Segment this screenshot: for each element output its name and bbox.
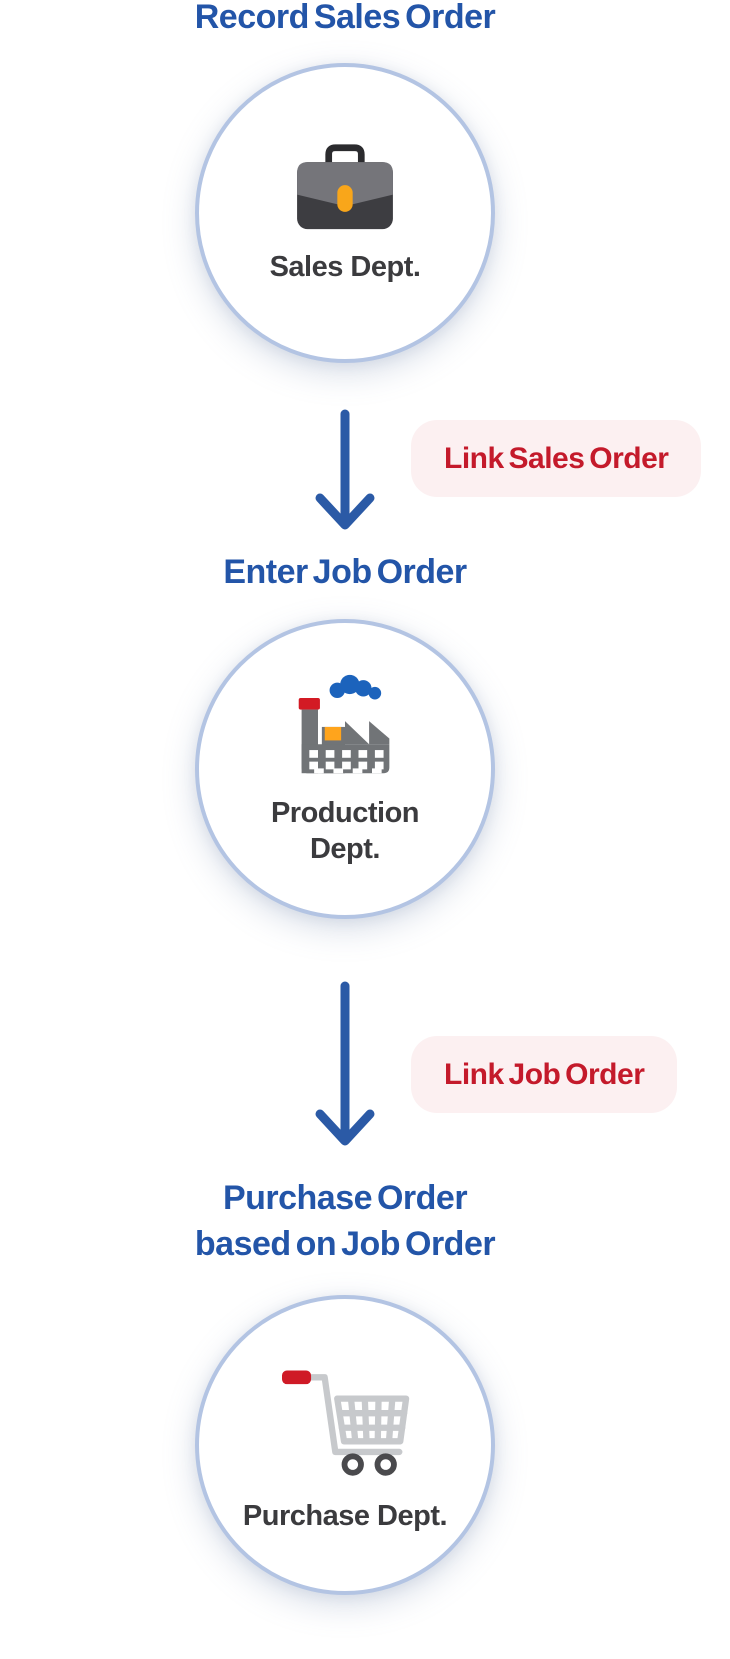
down-arrow-icon: [315, 409, 375, 530]
sales-dept-node: Sales Dept.: [195, 63, 495, 363]
down-arrow-icon: [315, 981, 375, 1146]
purchase-dept-node: Purchase Dept.: [195, 1295, 495, 1595]
badge-label: Link Sales Order: [444, 441, 669, 475]
briefcase-icon: [292, 141, 398, 233]
step-title-enter-job-order: Enter Job Order: [223, 553, 467, 591]
sales-dept-label: Sales Dept.: [269, 250, 421, 283]
step-title-record-sales-order: Record Sales Order: [194, 0, 496, 36]
production-dept-node: Production Dept.: [195, 619, 495, 919]
title-line-1: Purchase Order: [222, 1179, 468, 1217]
production-dept-label: Production Dept.: [270, 796, 420, 865]
title-line-2: based on Job Order: [194, 1225, 496, 1263]
link-sales-order-badge: Link Sales Order: [411, 420, 702, 497]
badge-label: Link Job Order: [444, 1057, 645, 1091]
connector-sales-to-production: Link Sales Order: [0, 363, 702, 533]
connector-production-to-purchase: Link Job Order: [0, 919, 690, 1175]
step-title-purchase-order: Purchase Order based on Job Order: [194, 1175, 496, 1267]
purchase-dept-label: Purchase Dept.: [242, 1499, 448, 1532]
cart-icon: [277, 1356, 413, 1482]
diagram-column: Record Sales Order Sales Dept.: [0, 0, 702, 1595]
factory-icon: [287, 671, 403, 779]
link-job-order-badge: Link Job Order: [411, 1036, 678, 1113]
